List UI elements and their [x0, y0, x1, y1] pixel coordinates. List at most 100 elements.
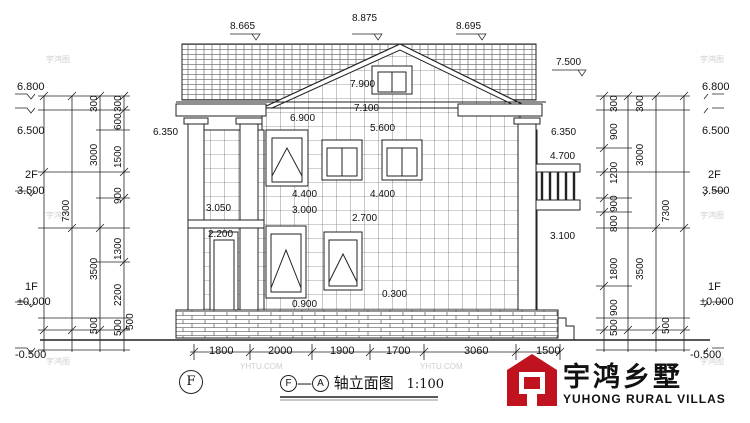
- watermark: 宇鸿图: [700, 211, 724, 220]
- title-underline: [280, 396, 438, 401]
- axis-bubble: F: [179, 370, 203, 394]
- level-label: 6.800: [702, 81, 730, 93]
- level-label: 6.500: [702, 125, 730, 137]
- elevation-label: 7.900: [350, 79, 376, 90]
- watermark-sub: YHTU.COM: [240, 362, 283, 371]
- elevation-label: 4.700: [550, 151, 576, 162]
- elevation-label: 6.900: [290, 113, 316, 124]
- dim-label: 1700: [386, 345, 411, 357]
- elevation-label: 3.000: [292, 205, 318, 216]
- right-scale: [596, 91, 724, 354]
- dim-label: 500: [113, 319, 124, 336]
- dim-label: 900: [609, 195, 620, 212]
- elevation-label: 0.300: [382, 289, 408, 300]
- elevation-label: 4.400: [370, 189, 396, 200]
- dim-label: 900: [609, 123, 620, 140]
- dim-label: 3000: [89, 143, 100, 166]
- elevation-leaders: [230, 33, 587, 77]
- balcony: [535, 163, 581, 211]
- dim-label: 500: [609, 319, 620, 336]
- dim-label: 1500: [113, 145, 124, 168]
- elevation-label: 8.695: [456, 21, 482, 32]
- windows: [265, 65, 423, 299]
- window-2f-c: [381, 139, 423, 181]
- window-2f-b: [321, 139, 363, 181]
- floor-label: 2F: [708, 169, 721, 181]
- elevation-label: 7.100: [354, 103, 380, 114]
- dim-label: 500: [661, 317, 672, 334]
- bottom-dims: [189, 344, 565, 360]
- dim-label: 1900: [330, 345, 355, 357]
- watermark: 宇鸿图: [700, 55, 724, 64]
- level-label: 3.500: [702, 185, 730, 197]
- dim-label: 300: [113, 95, 124, 112]
- level-label: 3.500: [17, 185, 45, 197]
- elevation-label: 6.350: [153, 127, 179, 138]
- watermark: 宇鸿图: [46, 211, 70, 220]
- dim-label: 1300: [113, 237, 124, 260]
- elevation-label: 5.600: [370, 123, 396, 134]
- window-1f-b: [323, 231, 363, 291]
- brand-name: 宇鸿乡墅: [563, 362, 683, 393]
- elevation-label: 2.700: [352, 213, 378, 224]
- elevation-label: 2.200: [208, 229, 234, 240]
- elevation-label: 8.665: [230, 21, 256, 32]
- dim-label: 3500: [635, 257, 646, 280]
- axis-to: A: [312, 375, 329, 392]
- brand-subtitle: YUHONG RURAL VILLAS: [563, 392, 726, 406]
- left-scale: [15, 91, 130, 354]
- title-text: 轴立面图: [333, 374, 394, 392]
- dim-label: 7300: [661, 199, 672, 222]
- dim-label: 1800: [609, 257, 620, 280]
- dim-label: 1200: [609, 161, 620, 184]
- dim-label: 300: [609, 95, 620, 112]
- watermark: 宇鸿图: [46, 55, 70, 64]
- drawing-title: F—A 轴立面图 1:100: [280, 372, 444, 393]
- dim-label: 800: [609, 215, 620, 232]
- axis-from: F: [280, 375, 297, 392]
- floor-label: 1F: [25, 281, 38, 293]
- dim-label: 1800: [209, 345, 234, 357]
- level-label: 6.500: [17, 125, 45, 137]
- dim-label: 2000: [268, 345, 293, 357]
- level-label: ±0.000: [700, 296, 734, 308]
- window-1f-a: [265, 225, 307, 299]
- elevation-label: 8.875: [352, 13, 378, 24]
- title-scale: 1:100: [406, 377, 445, 392]
- dim-label: 2200: [113, 283, 124, 306]
- window-2f-a: [265, 129, 309, 187]
- dim-label: 300: [635, 95, 646, 112]
- house-logo-icon: [507, 354, 557, 406]
- elevation-label: 0.900: [292, 299, 318, 310]
- base: [40, 309, 710, 341]
- floor-label: 2F: [25, 169, 38, 181]
- level-label: ±0.000: [17, 296, 51, 308]
- watermark: 宇鸿图: [46, 357, 70, 366]
- elevation-label: 3.100: [550, 231, 576, 242]
- level-label: -0.500: [690, 349, 722, 361]
- roof: [176, 43, 546, 109]
- dim-label: 600: [113, 113, 124, 130]
- dim-label: 900: [113, 187, 124, 204]
- watermark: 宇鸿图: [700, 357, 724, 366]
- elevation-label: 3.050: [206, 203, 232, 214]
- dim-label: 500: [125, 313, 136, 330]
- dim-label: 7300: [61, 199, 72, 222]
- dim-label: 900: [609, 299, 620, 316]
- dim-label: 500: [89, 317, 100, 334]
- dim-label: 3500: [89, 257, 100, 280]
- level-label: 6.800: [17, 81, 45, 93]
- elevation-label: 7.500: [556, 57, 582, 68]
- gable-window: [371, 65, 413, 95]
- dim-label: 1500: [536, 345, 561, 357]
- dim-label: 3060: [464, 345, 489, 357]
- brand-logo: 宇鸿乡墅 YUHONG RURAL VILLAS: [505, 352, 750, 412]
- title-separator: —: [297, 374, 312, 392]
- floor-label: 1F: [708, 281, 721, 293]
- elevation-label: 4.400: [292, 189, 318, 200]
- dim-label: 3000: [635, 143, 646, 166]
- level-label: -0.500: [15, 349, 47, 361]
- dim-label: 300: [89, 95, 100, 112]
- watermark-sub: YHTU.COM: [420, 362, 463, 371]
